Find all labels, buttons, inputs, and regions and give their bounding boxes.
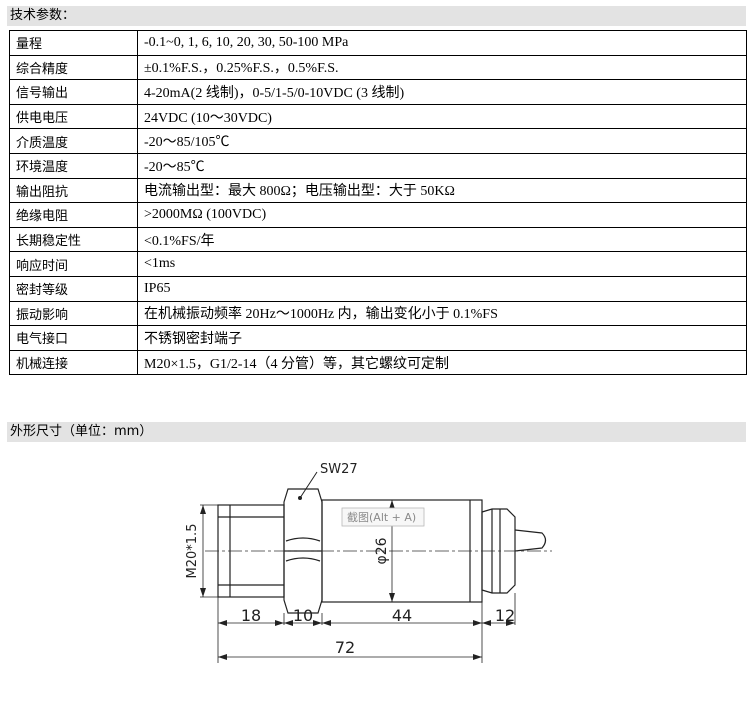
spec-value: M20×1.5，G1/2-14（4 分管）等，其它螺纹可定制 (137, 349, 747, 376)
spec-row: 绝缘电阻>2000MΩ (100VDC) (9, 202, 747, 228)
spec-value: 不锈钢密封端子 (137, 325, 747, 351)
body-diameter-label: φ26 (374, 537, 390, 564)
dimension-section-title: 外形尺寸（单位：mm） (7, 422, 746, 442)
hex-length-label: 10 (293, 606, 313, 625)
spec-section-title: 技术参数： (7, 6, 746, 26)
spec-value: -0.1~0, 1, 6, 10, 20, 30, 50-100 MPa (137, 30, 747, 56)
spec-value: 电流输出型：最大 800Ω；电压输出型：大于 50KΩ (137, 177, 747, 204)
connector-length-label: 12 (495, 606, 515, 625)
spec-value: <0.1%FS/年 (137, 226, 747, 253)
thread-length-label: 18 (241, 606, 261, 625)
spec-label: 长期稳定性 (9, 226, 138, 253)
overall-length-label: 72 (335, 638, 355, 657)
screenshot-tooltip (341, 507, 425, 527)
spec-row: 电气接口不锈钢密封端子 (9, 325, 747, 351)
spec-value: -20～85℃ (137, 152, 747, 179)
spec-value: IP65 (137, 275, 747, 302)
spec-value: 4-20mA(2 线制)，0-5/1-5/0-10VDC (3 线制) (137, 79, 747, 105)
spec-label: 电气接口 (9, 325, 138, 351)
spec-label: 介质温度 (9, 128, 138, 154)
spec-label: 环境温度 (9, 152, 138, 179)
hex-size-label: SW27 (320, 462, 358, 477)
spec-label: 综合精度 (9, 54, 138, 81)
spec-label: 输出阻抗 (9, 177, 138, 204)
dimension-drawing: SW27 M20*1.5 φ26 截图(Alt + A) 18 10 44 12… (185, 462, 552, 663)
spec-value: >2000MΩ (100VDC) (137, 202, 747, 228)
spec-row: 输出阻抗电流输出型：最大 800Ω；电压输出型：大于 50KΩ (9, 177, 747, 204)
spec-value: -20～85/105℃ (137, 128, 747, 154)
spec-label: 信号输出 (9, 79, 138, 105)
body-length-label: 44 (392, 606, 412, 625)
cable (514, 529, 547, 552)
spec-row: 环境温度-20～85℃ (9, 152, 747, 179)
spec-row: 量程-0.1~0, 1, 6, 10, 20, 30, 50-100 MPa (9, 30, 747, 56)
spec-label: 密封等级 (9, 275, 138, 302)
spec-label: 绝缘电阻 (9, 202, 138, 228)
thread-spec-label: M20*1.5 (185, 524, 200, 579)
spec-label: 机械连接 (9, 349, 138, 376)
spec-value: 24VDC (10～30VDC) (137, 103, 747, 130)
spec-row: 介质温度-20～85/105℃ (9, 128, 747, 154)
spec-row: 振动影响在机械振动频率 20Hz～1000Hz 内，输出变化小于 0.1%FS (9, 300, 747, 327)
cable-connector (481, 508, 516, 594)
spec-row: 响应时间<1ms (9, 251, 747, 277)
spec-value: ±0.1%F.S.，0.25%F.S.，0.5%F.S. (137, 54, 747, 81)
spec-label: 振动影响 (9, 300, 138, 327)
screenshot-tooltip-text: 截图(Alt + A) (347, 510, 416, 524)
spec-label: 供电电压 (9, 103, 138, 130)
spec-value: <1ms (137, 251, 747, 277)
spec-value: 在机械振动频率 20Hz～1000Hz 内，输出变化小于 0.1%FS (137, 300, 747, 327)
spec-label: 量程 (9, 30, 138, 56)
spec-row: 综合精度±0.1%F.S.，0.25%F.S.，0.5%F.S. (9, 54, 747, 81)
spec-label: 响应时间 (9, 251, 138, 277)
spec-row: 长期稳定性<0.1%FS/年 (9, 226, 747, 253)
